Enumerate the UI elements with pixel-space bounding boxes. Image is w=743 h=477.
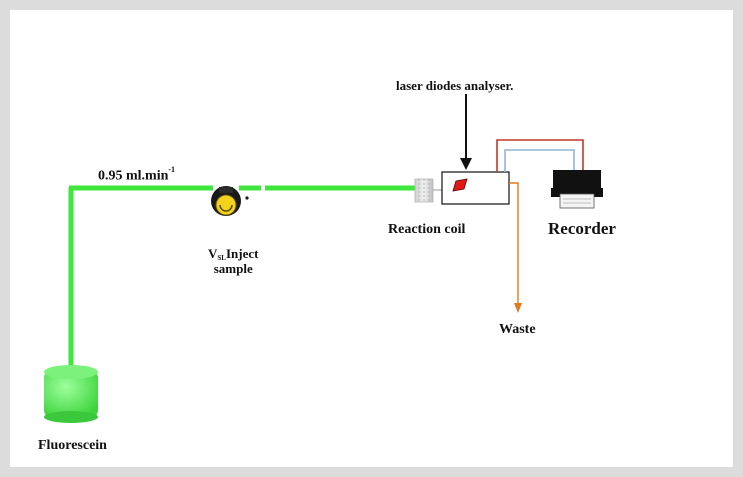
flow-line xyxy=(68,185,415,368)
diagram-graphics xyxy=(44,94,603,423)
recorder-label: Recorder xyxy=(548,219,616,238)
fia-schematic: 0.95 ml.min-1 VSLInject sample laser dio… xyxy=(20,20,743,477)
laser-arrow xyxy=(460,94,472,170)
laser-analyser-label: laser diodes analyser. xyxy=(396,78,514,93)
waste-label: Waste xyxy=(499,322,536,337)
inject-sample-label: VSLInject sample xyxy=(208,246,259,277)
flow-rate-label: 0.95 ml.min-1 xyxy=(98,165,176,184)
waste-line xyxy=(509,182,522,313)
reaction-coil-label: Reaction coil xyxy=(388,222,466,237)
signal-wires xyxy=(496,139,584,172)
injection-valve xyxy=(211,186,249,216)
laser-analyser xyxy=(441,171,510,205)
reaction-coil xyxy=(414,178,442,203)
recorder-device xyxy=(551,170,603,209)
fluorescein-reservoir xyxy=(44,365,98,423)
fluorescein-label: Fluorescein xyxy=(38,438,107,453)
